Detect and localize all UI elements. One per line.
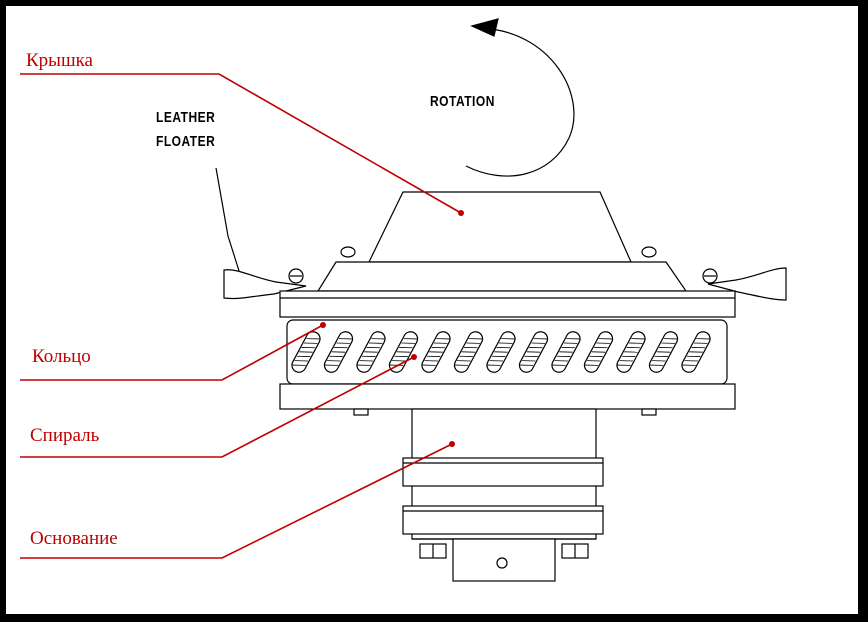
leather-floater-label-line2: FLOATER (156, 132, 216, 150)
foot-hole (496, 557, 508, 569)
leader-base-dot (449, 441, 455, 447)
label-ring: Кольцо (32, 346, 91, 367)
spiral-slot (583, 331, 614, 373)
leather-floater-right (707, 267, 787, 301)
leader-ring (20, 324, 324, 381)
spiral-slot (421, 331, 451, 373)
leader-spiral-dot (411, 354, 417, 360)
label-cover: Крышка (26, 50, 93, 71)
bottom-plate (279, 383, 736, 410)
spiral-slot (453, 331, 484, 373)
top-plate (279, 290, 736, 318)
spiral-slots (291, 331, 711, 373)
base-band-lower (402, 505, 604, 535)
bolt-left (353, 408, 369, 416)
leader-ring-dot (320, 322, 326, 328)
spiral-slot (388, 331, 419, 373)
bolt-right (641, 408, 657, 416)
spiral-slot (681, 331, 711, 373)
rotation-arrowhead (470, 18, 499, 37)
base-band-upper (402, 457, 604, 487)
cover-screw-left (340, 246, 356, 258)
cover-flange (316, 261, 688, 292)
cover-screw-right (641, 246, 657, 258)
leader-cover (20, 73, 462, 214)
rotation-label: ROTATION (430, 92, 495, 110)
spiral-slot (551, 331, 581, 373)
leather-floater-label-line1: LEATHER (156, 108, 216, 126)
dispenser-assembly-drawing (20, 18, 787, 582)
spiral-slot (616, 331, 646, 373)
diagram-canvas: Крышка Кольцо Спираль Основание ROTATION… (6, 6, 858, 614)
cover-cap (368, 191, 632, 263)
spiral-slot (486, 331, 516, 373)
leader-cover-dot (458, 210, 464, 216)
leather-floater-leader (215, 167, 241, 275)
spiral-slot (356, 331, 386, 373)
rotation-arrow (465, 27, 575, 177)
spiral-slot (648, 331, 679, 373)
leather-floater-left (223, 269, 307, 300)
leader-spiral (20, 356, 415, 458)
label-base: Основание (30, 528, 118, 549)
spiral-slot (518, 331, 549, 373)
label-spiral: Спираль (30, 425, 100, 446)
spiral-slot (291, 331, 321, 373)
leader-base (20, 443, 453, 559)
spiral-slot (323, 331, 354, 373)
